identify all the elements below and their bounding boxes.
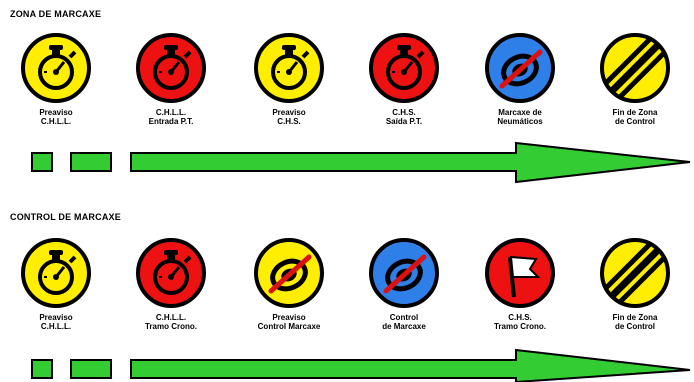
sign: C.H.L.L.Entrada P.T.	[125, 32, 217, 126]
caption-line-2: de Control	[615, 117, 655, 126]
caption-line-1: C.H.S.	[392, 108, 416, 117]
caption-line-1: Preaviso	[39, 313, 73, 322]
caption-line-2: Control Marcaxe	[257, 322, 321, 331]
stopwatch-icon	[21, 238, 91, 308]
section-title: CONTROL DE MARCAXE	[10, 212, 121, 222]
stopwatch-icon	[254, 33, 324, 103]
caption-line-1: Marcaxe de	[498, 108, 542, 117]
stopwatch-icon	[21, 33, 91, 103]
sign-caption: C.H.S.Saída P.T.	[352, 108, 456, 126]
sign: C.H.S.Tramo Crono.	[474, 237, 566, 331]
direction-arrow	[31, 141, 691, 184]
section-title: ZONA DE MARCAXE	[10, 9, 102, 19]
tyre-marking-icon	[369, 238, 439, 308]
sign: C.H.S.Saída P.T.	[358, 32, 450, 126]
caption-line-1: Control	[389, 313, 419, 322]
sign: C.H.L.L.Tramo Crono.	[125, 237, 217, 331]
caption-line-1: Preaviso	[272, 313, 306, 322]
caption-line-2: Tramo Crono.	[493, 322, 546, 331]
sign-caption: C.H.L.L.Entrada P.T.	[119, 108, 223, 126]
end-of-zone-icon	[600, 33, 670, 103]
caption-line-2: C.H.S.	[277, 117, 301, 126]
caption-line-1: C.H.L.L.	[155, 108, 187, 117]
stopwatch-icon	[136, 33, 206, 103]
caption-line-1: Preaviso	[39, 108, 73, 117]
caption-line-2: C.H.L.L.	[40, 322, 72, 331]
sign-caption: C.H.L.L.Tramo Crono.	[119, 313, 223, 331]
caption-line-2: Entrada P.T.	[148, 117, 194, 126]
stopwatch-icon	[369, 33, 439, 103]
caption-line-1: Fin de Zona	[612, 108, 658, 117]
end-of-zone-icon	[600, 238, 670, 308]
tyre-marking-icon	[254, 238, 324, 308]
caption-line-2: de Control	[615, 322, 655, 331]
caption-line-1: C.H.S.	[508, 313, 532, 322]
stopwatch-icon	[136, 238, 206, 308]
sign-caption: C.H.S.Tramo Crono.	[468, 313, 572, 331]
caption-line-1: C.H.L.L.	[155, 313, 187, 322]
caption-line-2: Saída P.T.	[385, 117, 423, 126]
caption-line-2: C.H.L.L.	[40, 117, 72, 126]
caption-line-1: Fin de Zona	[612, 313, 658, 322]
tyre-marking-icon	[485, 33, 555, 103]
caption-line-2: Tramo Crono.	[144, 322, 197, 331]
direction-arrow	[31, 348, 691, 382]
caption-line-2: Neumáticos	[497, 117, 543, 126]
flag-icon	[485, 238, 555, 308]
caption-line-1: Preaviso	[272, 108, 306, 117]
caption-line-2: de Marcaxe	[382, 322, 426, 331]
